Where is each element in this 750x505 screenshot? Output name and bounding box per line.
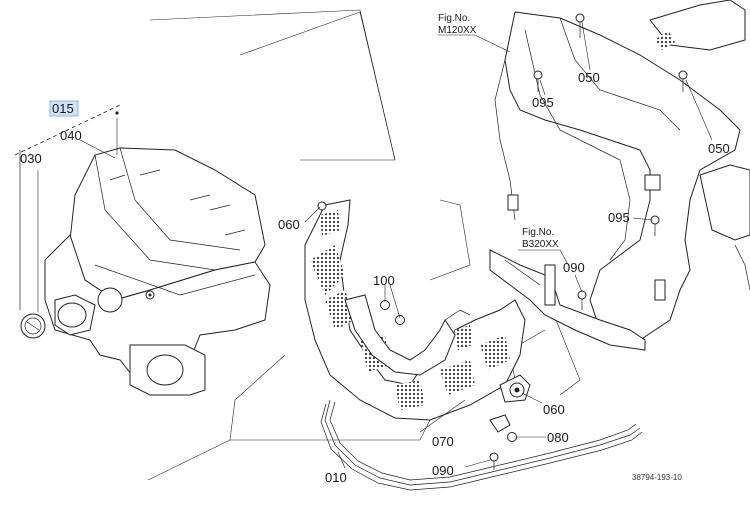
label-leaders [37, 21, 713, 469]
bottom-cover-panel [304, 199, 531, 433]
fig-caption-b320: Fig.No. [522, 227, 554, 238]
emblem-030 [20, 313, 46, 339]
part-label-080[interactable]: 080 [547, 430, 569, 445]
bolts [489, 13, 688, 470]
part-label-095-right[interactable]: 095 [608, 210, 630, 225]
part-label-060-top[interactable]: 060 [278, 217, 300, 232]
frame-assembly [494, 0, 750, 341]
bonnet-assembly [44, 111, 271, 396]
part-label-090-bracket[interactable]: 090 [563, 260, 585, 275]
part-label-100[interactable]: 100 [373, 273, 395, 288]
part-label-050-right[interactable]: 050 [708, 141, 730, 156]
fig-link-b320xx[interactable]: B320XX [522, 239, 559, 250]
part-label-050-left[interactable]: 050 [578, 70, 600, 85]
part-label-070[interactable]: 070 [432, 434, 454, 449]
fig-link-m120xx[interactable]: M120XX [438, 25, 477, 36]
part-label-060-bottom[interactable]: 060 [543, 402, 565, 417]
drawing-reference: 38794-193-10 [632, 473, 682, 482]
fig-caption-m120: Fig.No. [438, 13, 470, 24]
part-label-010[interactable]: 010 [325, 470, 347, 485]
bracket-assembly [489, 174, 666, 351]
part-015-highlight [49, 100, 79, 117]
part-label-090-bottom[interactable]: 090 [432, 463, 454, 478]
part-label-040[interactable]: 040 [60, 128, 82, 143]
seal-strip-010 [320, 399, 643, 491]
part-label-030[interactable]: 030 [20, 151, 42, 166]
part-label-015[interactable]: 015 [52, 101, 74, 116]
part-label-095-top[interactable]: 095 [532, 95, 554, 110]
